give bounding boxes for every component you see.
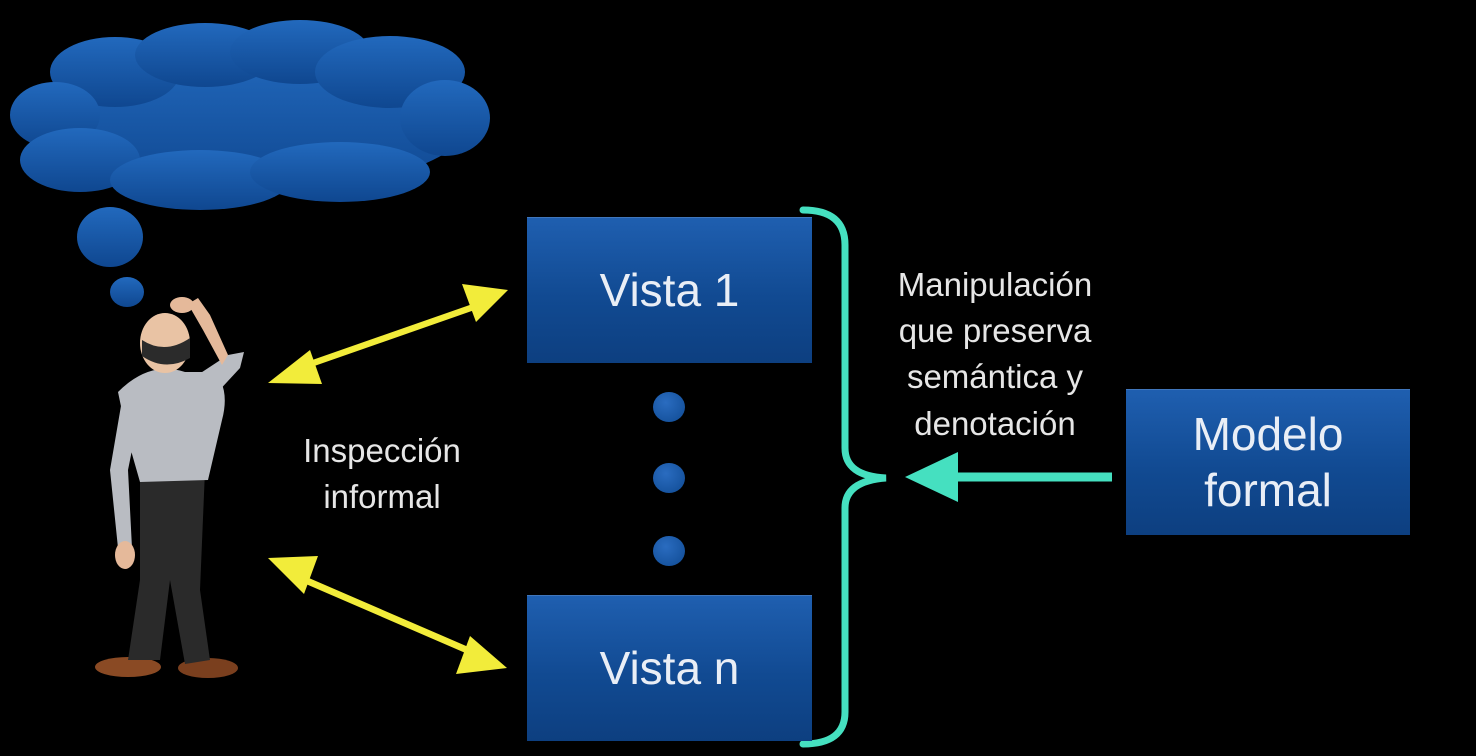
- manipulacion-line2: que preserva: [898, 312, 1092, 350]
- thought-cloud-icon: [10, 20, 490, 307]
- modelo-formal-box: Modelo formal: [1126, 389, 1410, 535]
- manipulacion-line1: Manipulación: [897, 266, 1093, 303]
- yellow-arrow-top-icon: [268, 284, 508, 384]
- manipulacion-line3: semántica y: [906, 358, 1084, 396]
- thought-bubble-small-icon: [110, 277, 144, 307]
- ellipsis-dot-2-icon: [653, 463, 685, 493]
- teal-bracket-icon: [799, 206, 887, 748]
- manipulacion-line4: denotación: [914, 404, 1076, 442]
- thought-bubble-large-icon: [77, 207, 143, 267]
- teal-arrow-icon: [905, 452, 1112, 502]
- ellipsis-dot-3-icon: [653, 536, 685, 566]
- ellipsis-dot-1-icon: [653, 392, 685, 422]
- modelo-formal-line2: formal: [1204, 464, 1332, 516]
- yellow-arrow-bottom-icon: [268, 556, 507, 674]
- vista-1-box: Vista 1: [527, 217, 812, 363]
- modelo-formal-line1: Modelo: [1192, 407, 1344, 460]
- vista-n-label: Vista n: [599, 642, 740, 694]
- inspeccion-informal-label: Inspección informal: [262, 428, 502, 520]
- thinking-man-icon: [95, 297, 244, 678]
- vista-n-box: Vista n: [527, 595, 812, 741]
- manipulacion-label: Manipulación que preserva semántica y de…: [870, 262, 1120, 447]
- vista-1-label: Vista 1: [599, 264, 740, 316]
- inspeccion-line1: Inspección: [303, 432, 461, 469]
- inspeccion-line2: informal: [323, 478, 441, 516]
